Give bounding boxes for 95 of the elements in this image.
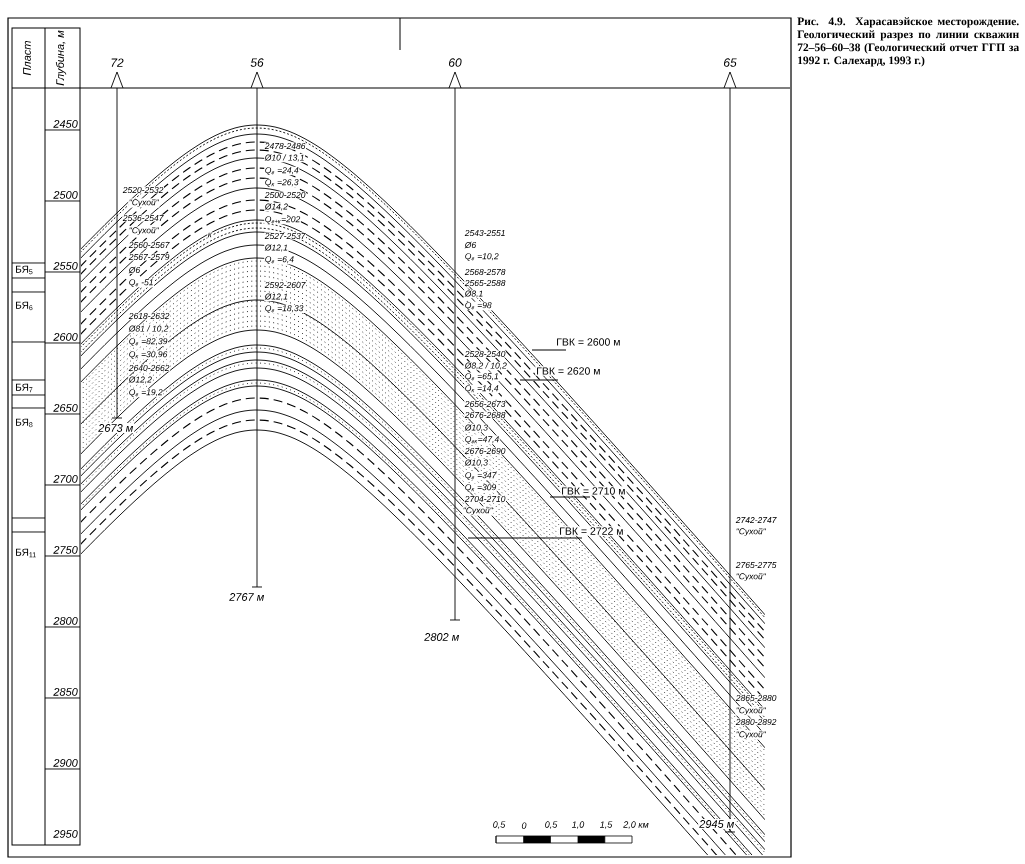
scale-label: 0,5 — [545, 821, 558, 829]
interval-label: Ø12,2 — [128, 375, 153, 385]
interval-label: Ø12,1 — [264, 292, 289, 302]
interval-label: Q$_{г}$ =98 — [464, 301, 493, 311]
interval-label: 2704-2710 — [464, 495, 507, 503]
interval-label: Q$_{г}$ =18,33 — [264, 304, 305, 314]
scale-label: 1,5 — [600, 821, 613, 829]
well-depth-label: 2673 м — [97, 423, 135, 433]
scale-label: 2,0 км — [623, 821, 649, 829]
depth-label: 2700 — [53, 475, 78, 483]
depth-label: 2850 — [53, 688, 78, 696]
interval-label: 2520-2532 — [122, 186, 165, 194]
well-number: 65 — [724, 58, 737, 67]
interval-label: "Сухой" — [128, 198, 160, 208]
interval-label: к — [207, 232, 213, 238]
interval-label: Ø12,1 — [264, 243, 289, 253]
interval-label: 2543-2551 — [464, 229, 507, 237]
interval-label: 2500-2520 — [264, 191, 307, 199]
interval-label: "Сухой" — [735, 527, 767, 537]
scale-label: 1,0 — [572, 821, 585, 829]
interval-label: "Сухой" — [735, 706, 767, 716]
layer-label: БЯ$_{5}$ — [16, 265, 33, 275]
well-number: 60 — [449, 58, 462, 67]
interval-label: 2656-2673 — [464, 400, 507, 408]
interval-label: 2676-2690 — [464, 447, 507, 455]
interval-label: Q$_{к}$ =309 — [464, 483, 497, 493]
interval-label: "Сухой" — [735, 572, 767, 582]
interval-label: 2560-2567 — [128, 241, 171, 249]
contact-label: ГВК = 2710 м — [560, 486, 627, 496]
interval-label: Q$_{г}$ =82,39 — [128, 337, 169, 347]
interval-label: Ø10,3 — [464, 423, 489, 433]
interval-label: 2527-2537 — [264, 232, 307, 240]
depth-label: 2950 — [53, 830, 78, 838]
layer-label: БЯ$_{7}$ — [16, 383, 33, 393]
interval-label: 2567-2579 — [128, 253, 171, 261]
interval-label: "Сухой" — [462, 506, 494, 516]
interval-label: "Сухой" — [735, 730, 767, 740]
interval-label: Q$_{г}$ -51 — [128, 278, 155, 288]
interval-label: Q$_{г}$ =24,4 — [264, 166, 300, 176]
contact-label: ГВК = 2620 м — [535, 366, 602, 376]
interval-label: Q$_{г}$ =6,4 — [264, 255, 295, 265]
interval-label: Q$_{гк}$=47,4 — [464, 435, 500, 445]
well-depth-label: 2802 м — [423, 632, 461, 642]
depth-label: 2900 — [53, 759, 78, 767]
well-number: 56 — [250, 58, 264, 67]
interval-label: Ø8,2 / 10,2 — [464, 361, 508, 371]
contact-label: ГВК = 2722 м — [558, 526, 625, 536]
layer-label: БЯ$_{8}$ — [16, 418, 33, 428]
interval-label: Ø10 / 13,1 — [264, 153, 306, 163]
depth-label: 2550 — [53, 262, 78, 270]
depth-label: 2650 — [53, 404, 78, 412]
depth-label: 2450 — [53, 120, 78, 128]
interval-label: 2742-2747 — [735, 516, 778, 524]
well-depth-label: 2767 м — [228, 592, 266, 602]
interval-label: Q$_{г}$ =65,1 — [464, 372, 500, 382]
interval-label: 2568-2578 — [464, 268, 507, 276]
layer-label: БЯ$_{11}$ — [16, 548, 36, 558]
interval-label: Ø6 — [128, 266, 141, 274]
interval-label: Q$_{г+к}$=202 — [264, 215, 301, 225]
interval-label: Q$_{к}$ =14,4 — [464, 384, 500, 394]
column-header: Глубина, м — [55, 30, 67, 86]
interval-label: Q$_{к}$ =26,3 — [264, 178, 300, 188]
interval-label: 2528-2540 — [464, 350, 507, 358]
interval-label: 2880-2892 — [735, 718, 778, 726]
depth-label: 2600 — [53, 333, 78, 341]
interval-label: 2765-2775 — [735, 561, 778, 569]
interval-label: 2478-2486 — [264, 142, 307, 150]
interval-label: 2676-2688 — [464, 411, 507, 419]
depth-label: 2500 — [53, 191, 78, 199]
interval-label: Ø10,3 — [464, 458, 489, 468]
interval-label: Q$_{к}$ =30,96 — [128, 350, 168, 360]
interval-label: Q$_{г}$ =10,2 — [464, 252, 500, 262]
interval-label: Ø8,1 — [464, 289, 484, 299]
well-depth-label: 2945 м — [698, 819, 736, 829]
interval-label: "Сухой" — [128, 226, 160, 236]
figure-caption: Рис. 4.9. Харасавэйское месторождение. Геологический разрез по линии скважин 72–56–60–38 (Геологический отчет ГГП за 1992 г. Салехард, 1993 г.) — [797, 17, 1019, 67]
interval-label: 2592-2607 — [264, 281, 307, 289]
interval-label: 2865-2880 — [735, 694, 778, 702]
interval-label: Ø81 / 10,2 — [128, 324, 170, 334]
depth-label: 2800 — [53, 617, 78, 625]
interval-label: 2618-2632 — [128, 312, 171, 320]
interval-label: Ø14,2 — [264, 202, 289, 212]
well-number: 72 — [111, 58, 124, 67]
interval-label: 2640-2662 — [128, 364, 171, 372]
interval-label: 2565-2588 — [464, 279, 507, 287]
scale-label: 0 — [521, 822, 527, 829]
contact-label: ГВК = 2600 м — [555, 337, 622, 347]
interval-label: Q$_{г}$ =347 — [464, 471, 497, 481]
interval-label: Ø6 — [464, 241, 477, 249]
interval-label: 2536-2547 — [122, 214, 165, 222]
interval-label: Q$_{г}$ =19,2 — [128, 388, 164, 398]
column-header: Пласт — [23, 41, 31, 76]
depth-label: 2750 — [53, 546, 78, 554]
scale-label: 0,5 — [493, 821, 506, 829]
layer-label: БЯ$_{6}$ — [16, 301, 33, 311]
